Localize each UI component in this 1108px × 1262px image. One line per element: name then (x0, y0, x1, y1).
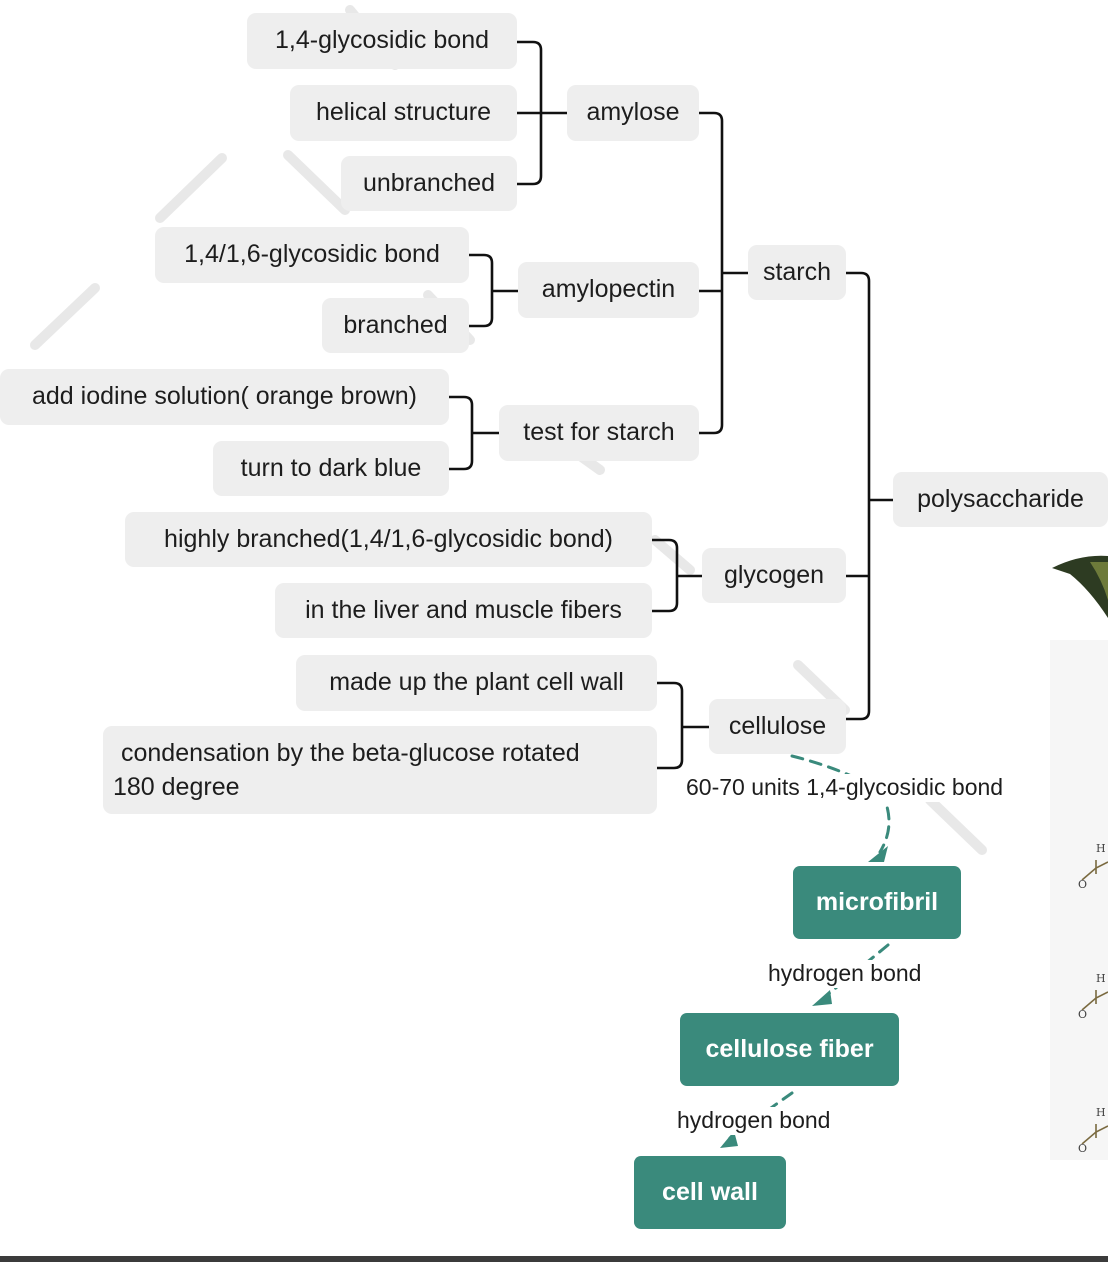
node-condensation[interactable]: condensation by the beta-glucose rotated… (103, 726, 657, 814)
node-helical-structure[interactable]: helical structure (290, 85, 517, 141)
atom-o-3: O (1078, 1142, 1087, 1155)
arrowhead-fiber (812, 990, 832, 1006)
edge-label-glycosidic-units: 60-70 units 1,4-glycosidic bond (686, 774, 1004, 802)
connector-polysaccharide-children (844, 271, 895, 721)
node-polysaccharide[interactable]: polysaccharide (893, 472, 1108, 527)
node-test-for-starch[interactable]: test for starch (499, 405, 699, 461)
atom-o-1: O (1078, 878, 1087, 891)
molecule-image-fragment: H O H O H O (1050, 540, 1108, 1160)
bottom-border (0, 1256, 1108, 1262)
atom-h-3: H (1096, 1106, 1106, 1119)
link-cellulose-microfibril (790, 754, 891, 854)
node-amylopectin[interactable]: amylopectin (518, 262, 699, 318)
edge-label-hydrogen-bond-1: hydrogen bond (768, 960, 922, 988)
atom-h-2: H (1096, 972, 1106, 985)
connector-amylose-children (515, 40, 569, 186)
connector-test-children (447, 395, 501, 471)
arrowhead-microfibril (868, 846, 888, 862)
connector-glycogen-children (650, 538, 704, 613)
node-cell-wall[interactable]: cell wall (634, 1156, 786, 1229)
node-highly-branched[interactable]: highly branched(1,4/1,6-glycosidic bond) (125, 512, 652, 567)
node-cellulose-fiber[interactable]: cellulose fiber (680, 1013, 899, 1086)
node-cellulose[interactable]: cellulose (709, 699, 846, 754)
connector-amylopectin-children (467, 253, 520, 328)
connector-cellulose-children (655, 681, 711, 770)
node-dark-blue[interactable]: turn to dark blue (213, 441, 449, 496)
node-starch[interactable]: starch (748, 245, 846, 300)
node-amylose[interactable]: amylose (567, 85, 699, 141)
connector-starch-children (697, 111, 750, 435)
node-amylopectin-bond[interactable]: 1,4/1,6-glycosidic bond (155, 227, 469, 283)
node-iodine-solution[interactable]: add iodine solution( orange brown) (0, 369, 449, 425)
node-plant-cell-wall[interactable]: made up the plant cell wall (296, 655, 657, 711)
node-liver-muscle[interactable]: in the liver and muscle fibers (275, 583, 652, 638)
node-glycogen[interactable]: glycogen (702, 548, 846, 603)
atom-o-2: O (1078, 1008, 1087, 1021)
edge-label-hydrogen-bond-2: hydrogen bond (677, 1107, 831, 1135)
node-amylose-bond[interactable]: 1,4-glycosidic bond (247, 13, 517, 69)
node-branched[interactable]: branched (322, 298, 469, 353)
atom-h-1: H (1096, 842, 1106, 855)
arrowhead-wall (720, 1131, 738, 1148)
molecule-drawing: H O H O H O (1050, 555, 1108, 1160)
node-unbranched[interactable]: unbranched (341, 156, 517, 211)
node-microfibril[interactable]: microfibril (793, 866, 961, 939)
